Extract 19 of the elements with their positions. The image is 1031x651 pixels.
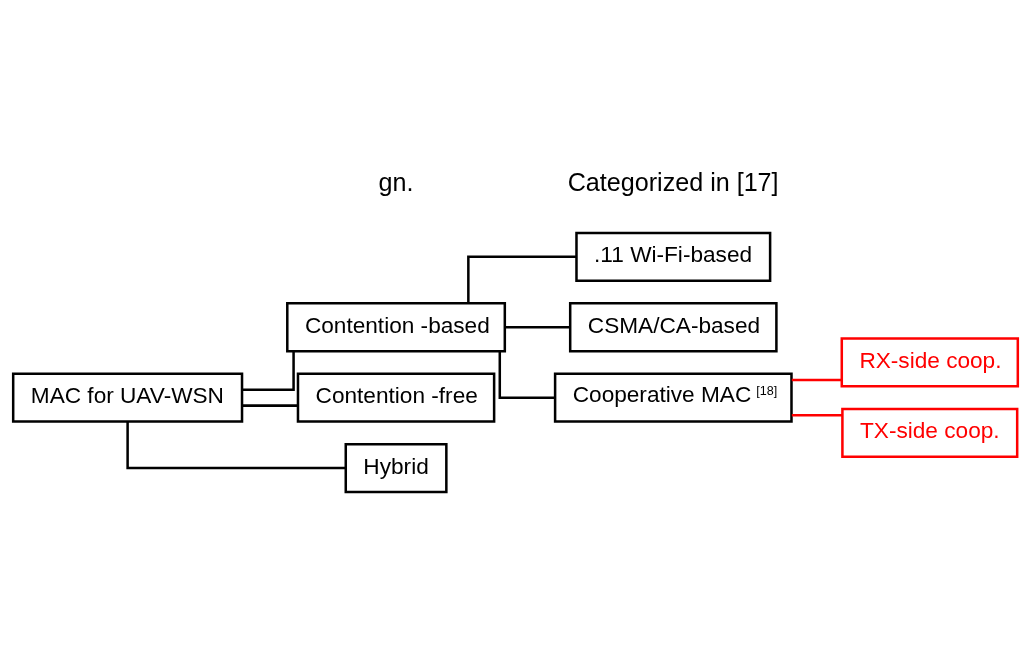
connector (498, 351, 555, 399)
label: Categorized in [17] (567, 167, 779, 196)
connector (242, 350, 295, 391)
node-box: Hybrid (344, 442, 448, 493)
node-box: Contention -free (296, 372, 496, 423)
connector (791, 413, 843, 417)
connector (242, 403, 298, 407)
node-box: Cooperative MAC $^{[18]}$ (553, 372, 793, 423)
node-box: TX-side coop. (841, 407, 1019, 458)
connector (467, 255, 577, 303)
node-box: RX-side coop. (840, 336, 1020, 388)
connector (791, 378, 842, 381)
node-box: CSMA/CA-based (568, 301, 778, 352)
node-box: .11 Wi-Fi-based (575, 231, 772, 282)
node-box: MAC for UAV-WSN (11, 372, 244, 423)
connector (126, 421, 346, 469)
node-box: Contention -based (286, 301, 507, 352)
label: gn. (378, 167, 414, 196)
connector (504, 325, 570, 328)
